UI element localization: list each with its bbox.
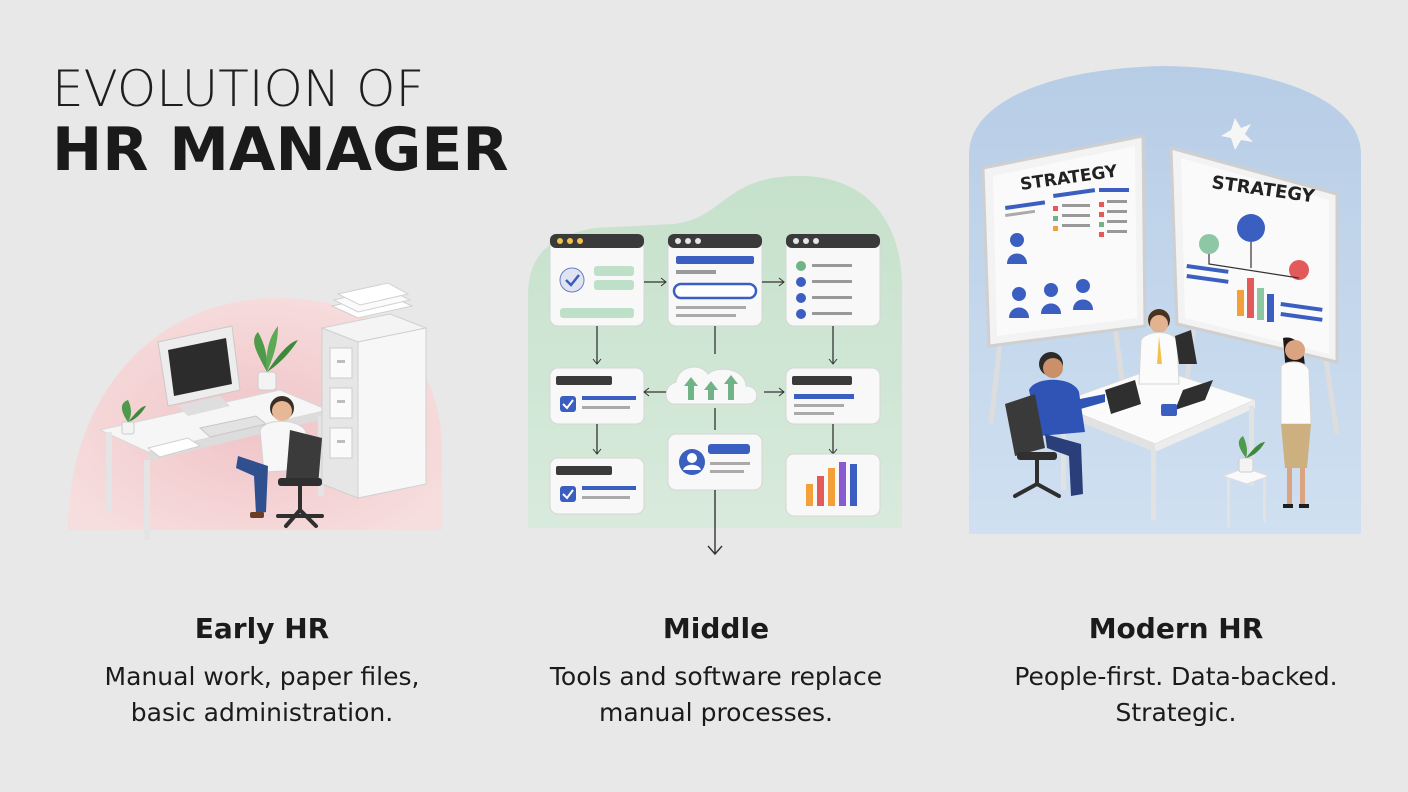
app-card-5: [785, 367, 881, 425]
crt-monitor-icon: [157, 325, 241, 416]
manager-figure: [1138, 309, 1197, 385]
small-plant-icon: [121, 400, 146, 435]
strategy-board-right: STRATEGY: [1169, 146, 1340, 435]
strategy-board-left: STRATEGY: [981, 134, 1147, 425]
stage-description-line: Tools and software replace: [549, 662, 883, 691]
title-line-2: HR MANAGER: [52, 115, 509, 185]
app-card-4: [549, 367, 645, 425]
user-profile-card: [667, 433, 763, 491]
stage-early-hr: Early HR Manual work, paper files, basic…: [62, 612, 462, 731]
early-hr-illustration: [60, 280, 450, 560]
sparkle-icon: [1221, 118, 1253, 150]
page-title: EVOLUTION OF HR MANAGER: [52, 60, 509, 182]
cloud-upload-icon: [665, 366, 758, 405]
hr-partner-figure: [1280, 337, 1312, 508]
stage-description-line: manual processes.: [599, 698, 833, 727]
stage-description-line: Manual work, paper files,: [104, 662, 420, 691]
app-window-3: [785, 233, 881, 327]
paper-stack-icon: [330, 282, 414, 319]
stage-middle: Middle Tools and software replace manual…: [516, 612, 916, 731]
middle-illustration: [524, 168, 908, 563]
stage-description: People-first. Data-backed. Strategic.: [976, 659, 1376, 731]
stage-heading: Middle: [662, 612, 770, 645]
modern-hr-illustration: STRATEGY STRATEGY: [965, 64, 1365, 544]
stage-heading: Modern HR: [1088, 612, 1264, 645]
file-cabinet-icon: [320, 282, 428, 499]
side-table-plant-icon: [1221, 436, 1271, 528]
stage-modern-hr: Modern HR People-first. Data-backed. Str…: [976, 612, 1376, 731]
employee-figure: [1005, 352, 1105, 498]
stage-heading: Early HR: [194, 612, 330, 645]
worker-figure: [236, 396, 324, 528]
app-window-2: [667, 233, 763, 327]
plant-icon: [254, 326, 298, 391]
app-card-6: [549, 457, 645, 515]
stage-description-line: Strategic.: [1115, 698, 1237, 727]
bar-chart-card: [785, 453, 881, 517]
stage-description-line: basic administration.: [130, 698, 394, 727]
stage-description: Manual work, paper files, basic administ…: [62, 659, 462, 731]
stage-description-line: People-first. Data-backed.: [1014, 662, 1338, 691]
app-window-1: [549, 233, 645, 327]
title-line-1: EVOLUTION OF: [52, 60, 425, 118]
stage-description: Tools and software replace manual proces…: [516, 659, 916, 731]
